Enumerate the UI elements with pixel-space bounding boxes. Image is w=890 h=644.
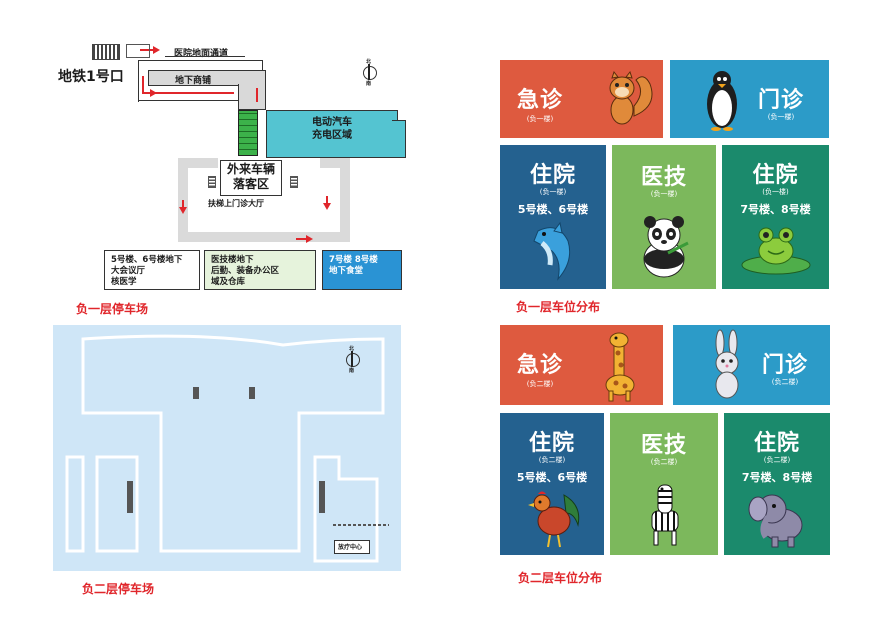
underground-shops-label: 地下商铺 [175,76,212,86]
compass-icon: 北 南 [360,58,380,98]
tile-b2-inpatient-5-6: 住院 (负二楼) 5号楼、6号楼 [500,413,604,555]
tile-b2-inpatient-7-8: 住院 (负二楼) 7号楼、8号楼 [724,413,830,555]
squirrel-icon [609,70,653,125]
metro-exit-label: 地铁1号口 [58,69,124,85]
compass-icon: 北 南 [343,345,363,385]
panda-icon [643,216,689,278]
ev-charging-label: 电动汽车 充电区域 [312,117,352,141]
visitor-drop-zone-label: 外来车辆 落客区 [226,162,275,191]
visitor-drop-zone [220,160,282,196]
metro-stairs-icon [92,44,120,60]
tile-b2-medical-tech: 医技 (负二楼) [610,413,718,555]
stairs-icon [208,176,216,188]
arrow-down-icon [179,207,187,214]
elephant-icon [748,494,803,548]
tile-b2-emergency: 急诊 (负二楼) [500,325,663,405]
arrow-right-icon [153,46,160,54]
elevator-icon [238,110,258,156]
info-box-buildings-5-6: 5号楼、6号楼地下 大会议厅 核医学 [104,250,200,290]
b2-parking-caption: 负二层停车场 [82,582,155,596]
giraffe-icon [605,332,635,402]
tile-b1-medical-tech: 医技 (负一楼) [612,145,716,289]
b1-parking-caption: 负一层停车场 [76,302,149,316]
penguin-icon [707,71,737,131]
b2-floor-outline [65,334,389,563]
dolphin-icon [533,221,571,281]
tile-b1-emergency: 急诊 (负一楼) [500,60,663,138]
arrow-down-icon [323,203,331,210]
arrow-right-icon [150,89,157,97]
frog-icon [741,227,811,275]
tile-b1-outpatient: 门诊 (负一楼) [670,60,829,138]
clinic-center-label: 放疗中心 [338,544,363,551]
tile-b1-inpatient-7-8: 住院 (负一楼) 7号楼、8号楼 [722,145,829,289]
zebra-icon [651,484,679,546]
elevator-to-lobby-label: 扶梯上门诊大厅 [208,199,264,208]
clinic-center-box [334,540,370,554]
stairs-icon [290,176,298,188]
hospital-passage-label: 医院地面通道 [174,49,229,59]
info-box-tech-building: 医技楼地下 后勤、装备办公区 域及仓库 [204,250,316,290]
rabbit-icon [715,329,739,399]
rooster-icon [528,491,580,548]
arrow-right-icon [306,235,313,243]
tile-b2-outpatient: 门诊 (负二楼) [673,325,830,405]
ev-charging-area [266,110,406,158]
info-box-buildings-7-8: 7号楼 8号楼 地下食堂 [322,250,402,290]
b2-distribution-caption: 负二层车位分布 [518,571,603,585]
b1-distribution-caption: 负一层车位分布 [516,300,601,314]
tile-b1-inpatient-5-6: 住院 (负一楼) 5号楼、6号楼 [500,145,606,289]
